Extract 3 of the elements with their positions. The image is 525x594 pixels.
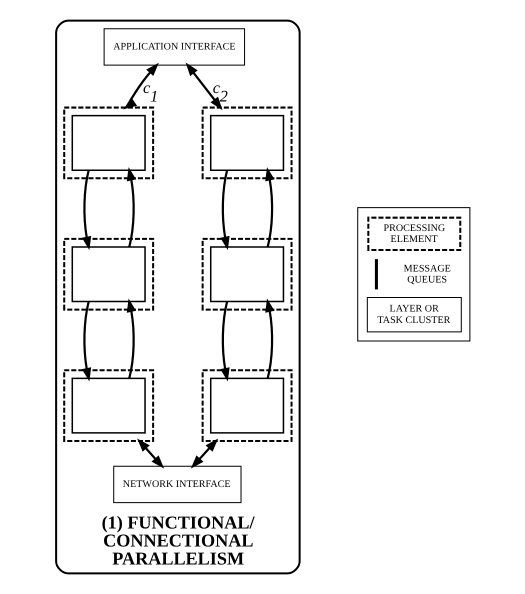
- legend-label: MESSAGE QUEUES: [403, 263, 450, 286]
- legend-label: LAYER OR TASK CLUSTER: [376, 304, 450, 326]
- legend-label: PROCESSING ELEMENT: [382, 222, 445, 245]
